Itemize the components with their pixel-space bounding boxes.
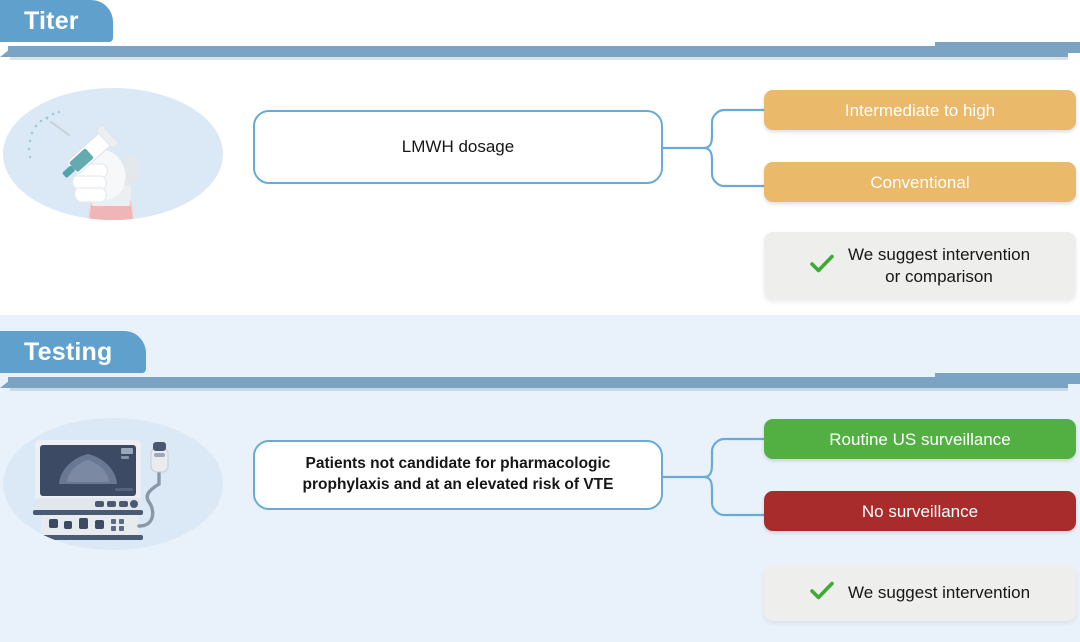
divider-bar: [8, 377, 1068, 388]
suggestion-line-2: or comparison: [885, 267, 993, 286]
option-pill-label: Intermediate to high: [844, 100, 996, 120]
divider-bevel: [0, 377, 14, 388]
section-divider-titer: [0, 42, 1080, 60]
section-tab-testing[interactable]: Testing: [0, 331, 147, 373]
branch-connector-titer: [660, 108, 772, 188]
green-check-icon: [810, 254, 834, 278]
divider-shadow: [10, 57, 1068, 60]
suggestion-line-1: We suggest intervention: [847, 244, 1031, 264]
option-pill-routine-us-surveillance[interactable]: Routine US surveillance: [764, 419, 1076, 459]
section-tab-label: Titer: [24, 6, 79, 35]
divider-bar: [8, 46, 1068, 57]
option-pill-label: Routine US surveillance: [829, 429, 1011, 449]
suggestion-text: We suggest intervention: [847, 582, 1031, 602]
option-pill-intermediate-to-high[interactable]: Intermediate to high: [764, 90, 1076, 130]
option-pill-conventional[interactable]: Conventional: [764, 162, 1076, 202]
node-label: Patients not candidate for pharmacologic…: [302, 455, 614, 493]
node-box-testing[interactable]: Patients not candidate for pharmacologic…: [253, 440, 663, 510]
illustration-testing: [3, 418, 223, 550]
section-tab-titer[interactable]: Titer: [0, 0, 113, 42]
node-label: LMWH dosage: [401, 137, 515, 157]
section-divider-testing: [0, 373, 1080, 391]
section-tab-label: Testing: [24, 337, 113, 366]
suggestion-box-testing: We suggest intervention: [764, 565, 1076, 621]
option-pill-label: Conventional: [870, 172, 970, 192]
ultrasound-machine-icon: [33, 440, 169, 540]
green-check-icon: [810, 581, 834, 605]
suggestion-box-titer: We suggest intervention or comparison: [764, 232, 1076, 300]
divider-bevel: [0, 46, 14, 57]
node-box-titer[interactable]: LMWH dosage: [253, 110, 663, 184]
divider-shadow: [10, 388, 1068, 391]
branch-connector-testing: [660, 437, 772, 517]
suggestion-text: We suggest intervention or comparison: [848, 244, 1030, 288]
option-pill-no-surveillance[interactable]: No surveillance: [764, 491, 1076, 531]
option-pill-label: No surveillance: [861, 501, 979, 521]
illustration-titer: [3, 88, 223, 220]
syringe-gloved-hand-icon: [27, 110, 141, 220]
